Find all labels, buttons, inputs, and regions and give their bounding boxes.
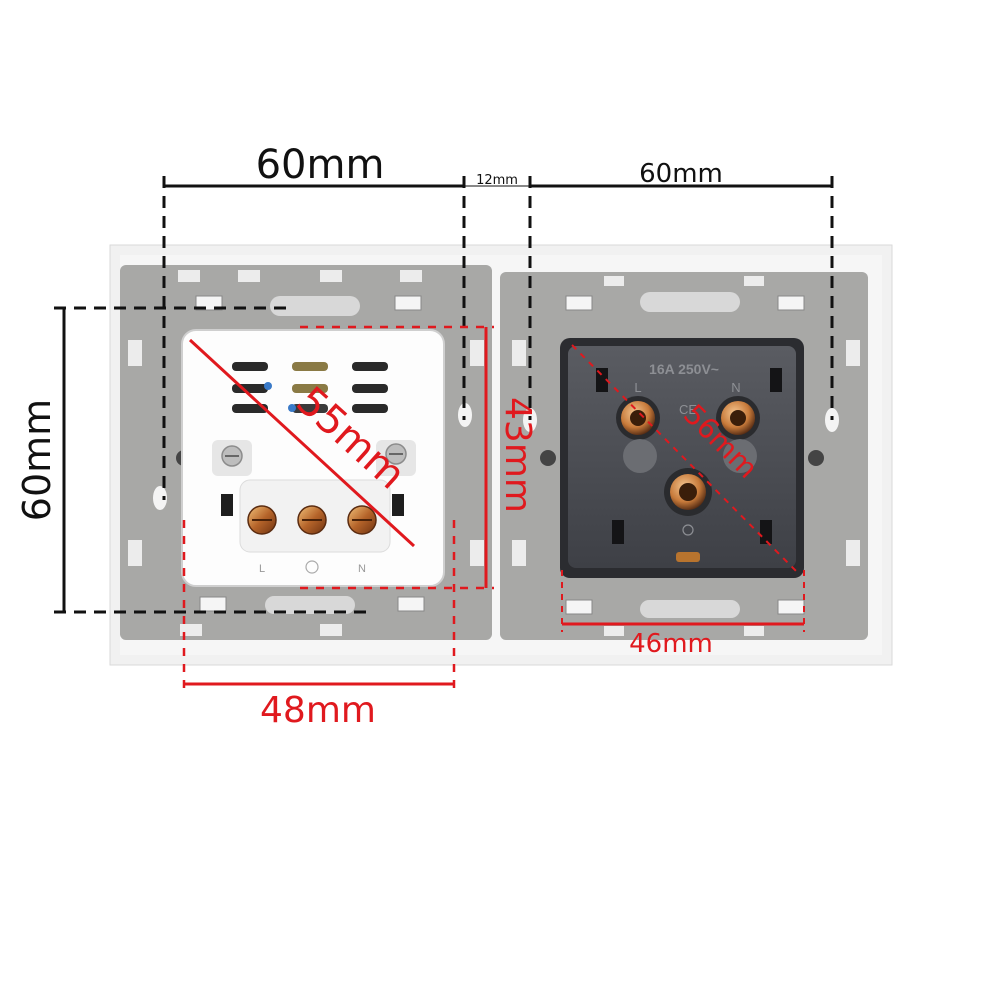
earth-pin-hole-icon bbox=[664, 468, 712, 516]
terminal-screw-icon bbox=[247, 505, 277, 535]
earth-icon bbox=[305, 560, 319, 574]
right-width-label: 60mm bbox=[639, 159, 723, 189]
right-inner-width-label: 46mm bbox=[629, 629, 713, 659]
gap-label: 12mm bbox=[476, 173, 518, 188]
left-pin-neutral-label: N bbox=[358, 563, 366, 575]
terminal-screw-icon bbox=[347, 505, 377, 535]
left-inner-width-label: 48mm bbox=[260, 690, 376, 731]
red-dimension-lines bbox=[182, 325, 805, 690]
live-pin-hole-icon bbox=[616, 396, 660, 440]
left-height-label: 60mm bbox=[15, 399, 59, 521]
right-pin-neutral-label: N bbox=[731, 380, 740, 395]
ce-mark: CE bbox=[679, 402, 697, 417]
socket-rating-label: 16A 250V~ bbox=[649, 361, 719, 377]
terminal-screw-icon bbox=[297, 505, 327, 535]
black-dimension-lines bbox=[54, 176, 834, 614]
module-height-label: 43mm bbox=[497, 397, 538, 513]
right-pin-live-label: L bbox=[634, 380, 641, 395]
left-width-label: 60mm bbox=[256, 142, 385, 188]
left-pin-live-label: L bbox=[259, 563, 265, 575]
neutral-pin-hole-icon bbox=[716, 396, 760, 440]
